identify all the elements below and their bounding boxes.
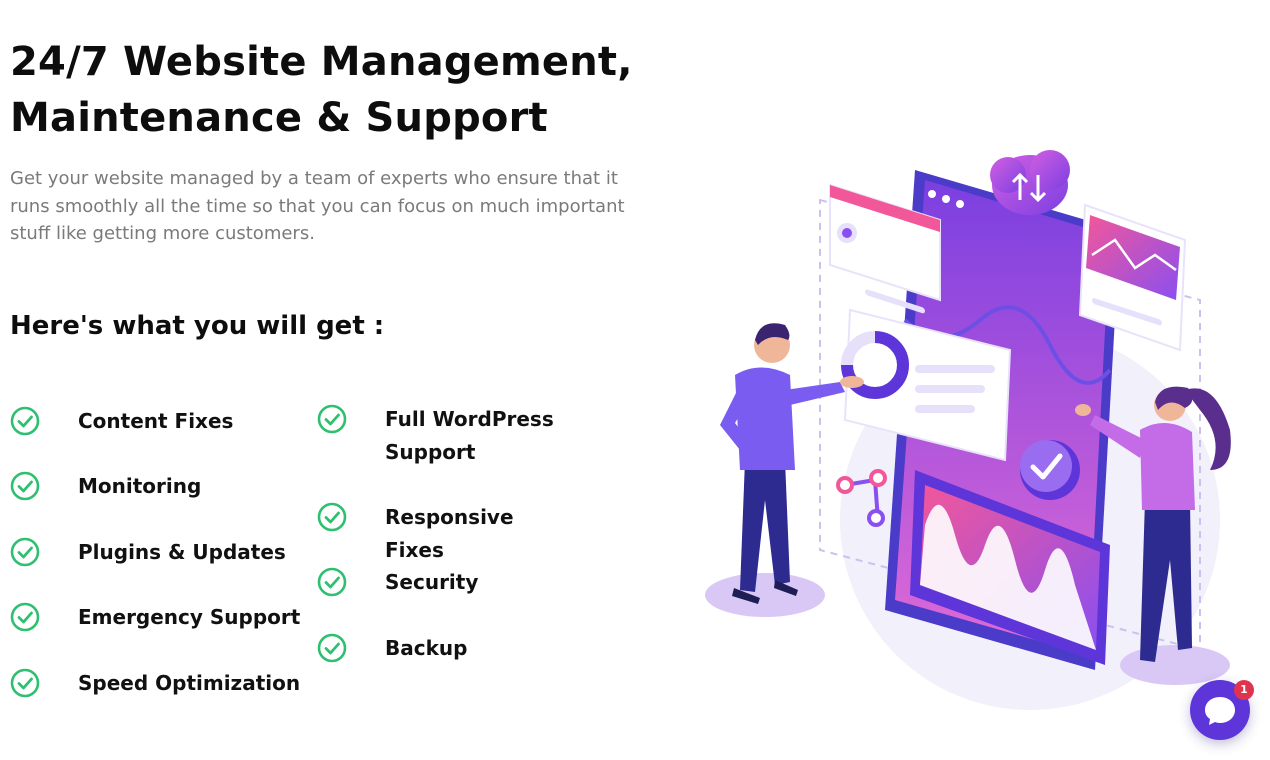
feature-label: Monitoring [78,474,202,498]
wave-chart-card [910,470,1110,665]
page-title: 24/7 Website Management, Maintenance & S… [10,34,633,146]
feature-label: Emergency Support [78,605,301,629]
donut-card [841,308,1012,462]
title-line-2: Maintenance & Support [10,95,548,141]
feature-label: Full WordPress Support [385,407,554,464]
woman-character [1075,386,1231,685]
share-icon [836,469,887,527]
check-circle-icon [317,404,347,434]
check-circle-icon [10,471,40,501]
feature-label: Security [385,570,479,594]
man-character [705,323,864,617]
feature-item-security: Security [317,567,575,599]
check-circle-icon [10,668,40,698]
feature-item-emergency-support: Emergency Support [10,602,300,634]
cloud-sync-icon [990,150,1070,215]
check-circle-icon [317,567,347,597]
feature-item-content-fixes: Content Fixes [10,406,233,438]
verified-check-icon [1020,440,1080,500]
feature-item-speed-optimization: Speed Optimization [10,668,300,700]
browser-card [829,183,941,314]
chat-bubble-icon [1205,697,1235,725]
feature-label: Backup [385,636,468,660]
feature-label: Plugins & Updates [78,540,286,564]
check-circle-icon [10,537,40,567]
check-circle-icon [317,633,347,663]
feature-label: Responsive Fixes [385,505,514,562]
title-line-1: 24/7 Website Management, [10,39,633,85]
feature-label: Speed Optimization [78,671,301,695]
analytics-card [1078,203,1187,352]
feature-label: Content Fixes [78,409,234,433]
website-management-illustration [705,150,1231,710]
feature-item-backup: Backup [317,633,575,665]
chat-unread-badge: 1 [1234,680,1254,700]
feature-item-monitoring: Monitoring [10,471,201,503]
features-heading: Here's what you will get : [10,311,385,341]
feature-item-full-wordpress-support: Full WordPress Support [317,404,575,469]
check-circle-icon [317,502,347,532]
check-circle-icon [10,602,40,632]
feature-item-responsive-fixes: Responsive Fixes [317,502,575,567]
check-circle-icon [10,406,40,436]
intro-paragraph: Get your website managed by a team of ex… [10,168,625,244]
feature-item-plugins-updates: Plugins & Updates [10,537,286,569]
